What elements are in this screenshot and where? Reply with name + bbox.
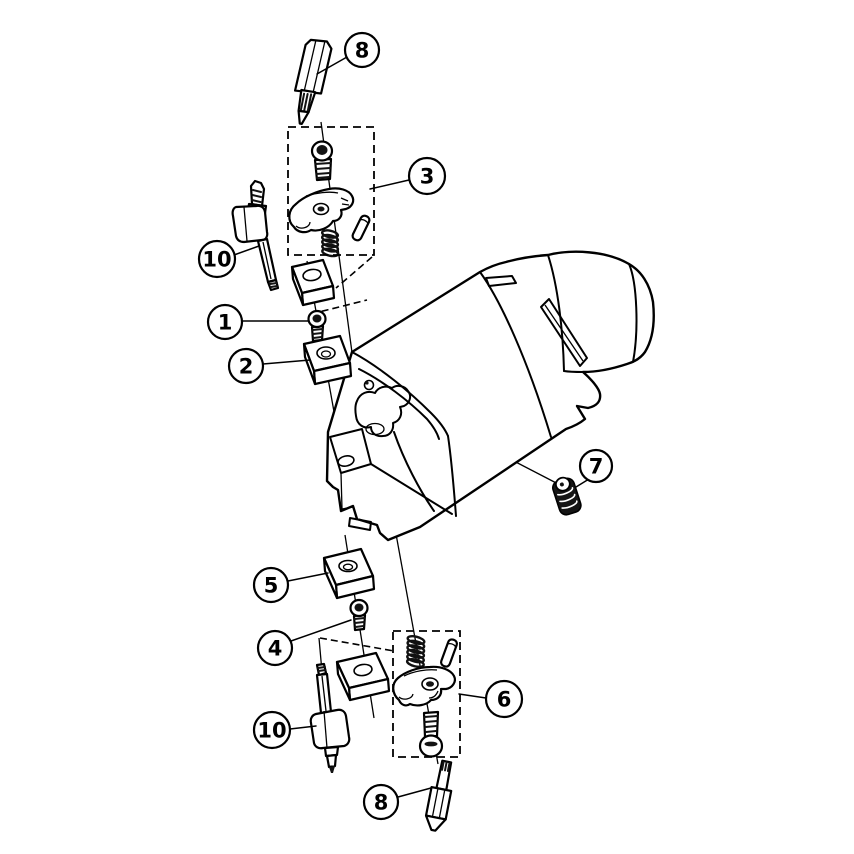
balloon-circle xyxy=(578,448,614,484)
balloon-leader-line xyxy=(316,56,348,75)
balloon-leader-line xyxy=(369,179,410,190)
bottom-face-crease-2 xyxy=(393,431,435,512)
dowel-pin-bottom xyxy=(440,638,458,668)
dowel-pin-top xyxy=(351,214,371,242)
wedge-clamp-top xyxy=(288,187,355,234)
balloon-circle xyxy=(252,710,292,750)
collar-notch xyxy=(485,275,517,287)
balloon-number: 4 xyxy=(268,637,283,661)
balloon-number: 8 xyxy=(374,791,389,815)
balloon-circle xyxy=(206,303,244,341)
callout-balloon-2: 2 xyxy=(227,347,311,385)
bottom-face-crease-1 xyxy=(370,463,453,515)
collar-slot xyxy=(540,298,588,367)
front-right-edge xyxy=(447,435,457,517)
wedge-clamp-bottom xyxy=(392,665,456,707)
torx-driver-top xyxy=(293,38,333,126)
collar-cylinder-junction xyxy=(547,254,565,372)
balloon-number: 6 xyxy=(497,688,512,712)
callout-balloon-3: 3 xyxy=(369,156,447,196)
coil-spring-bottom xyxy=(405,634,426,669)
balloon-leader-line xyxy=(290,619,352,642)
hidden-line-top-1 xyxy=(335,256,373,289)
set-screw-hole-dot xyxy=(365,381,369,385)
balloon-circle xyxy=(227,347,265,385)
cutting-insert-2 xyxy=(302,334,353,386)
hidden-line-bottom xyxy=(319,637,395,652)
clamp-unit-box-top xyxy=(287,126,375,256)
clamp-seat-recess xyxy=(354,384,412,438)
callout-balloon-4: 4 xyxy=(256,619,352,667)
set-screw-7 xyxy=(551,476,582,516)
balloon-circle xyxy=(362,783,400,821)
clamp-screw-bottom xyxy=(418,710,444,758)
callout-balloon-1: 1 xyxy=(206,303,310,341)
callout-balloon-6: 6 xyxy=(458,679,524,719)
bottom-step-slot xyxy=(348,517,372,531)
balloon-number: 1 xyxy=(218,311,233,335)
clamp-screw-top xyxy=(310,140,334,182)
insert-shim-top xyxy=(290,258,336,307)
balloon-number: 5 xyxy=(264,574,279,598)
balloon-circle xyxy=(197,239,237,279)
balloon-circle xyxy=(256,629,294,667)
cutting-insert-5 xyxy=(322,547,376,600)
pocket-corner-lines xyxy=(340,472,354,510)
balloon-leader-line xyxy=(233,245,260,256)
balloon-leader-line xyxy=(458,693,487,699)
balloon-circle xyxy=(343,31,381,69)
balloon-layer: 8 3 10 12 7 5 4 10 6 8 xyxy=(197,31,614,821)
pocket-screw-hole xyxy=(337,455,355,467)
callout-balloon-5: 5 xyxy=(252,566,329,604)
set-screw-hole xyxy=(363,379,375,391)
callout-balloon-10: 10 xyxy=(197,239,260,279)
callout-balloon-10: 10 xyxy=(252,710,317,750)
torx-driver-bottom xyxy=(424,759,453,832)
callout-balloon-7: 7 xyxy=(575,448,614,488)
clamp-seat-inner-arc xyxy=(365,422,385,436)
torque-wrench-top xyxy=(231,179,280,292)
shim-screw-1 xyxy=(307,309,327,343)
balloon-circle xyxy=(252,566,290,604)
balloon-number: 3 xyxy=(420,165,435,189)
balloon-leader-line xyxy=(397,787,432,798)
shank-end-face-line xyxy=(628,263,638,363)
cutter-head-body xyxy=(325,250,655,542)
balloon-number: 8 xyxy=(355,39,370,63)
hidden-line-top-2 xyxy=(310,299,368,315)
balloon-number: 7 xyxy=(589,455,604,479)
callout-balloon-8: 8 xyxy=(316,31,381,75)
balloon-number: 10 xyxy=(202,248,231,272)
balloon-leader-line xyxy=(287,572,329,582)
balloon-number: 2 xyxy=(239,355,254,379)
callout-balloon-8: 8 xyxy=(362,783,432,821)
collar-slot-inner xyxy=(544,304,584,362)
balloon-number: 10 xyxy=(257,719,286,743)
balloon-leader-line xyxy=(262,359,311,365)
front-rim-inner xyxy=(358,368,440,440)
insert-screw-4 xyxy=(349,598,369,632)
front-rim-outer xyxy=(351,351,449,437)
balloon-circle xyxy=(407,156,447,196)
clamp-unit-top xyxy=(288,140,371,258)
torque-wrench-bottom xyxy=(309,662,351,773)
clamp-unit-bottom xyxy=(392,634,458,758)
balloon-leader-line xyxy=(289,725,317,730)
insert-shim-bottom xyxy=(335,651,391,702)
cylinder-bottom-edge xyxy=(563,370,584,373)
balloon-circle xyxy=(484,679,524,719)
